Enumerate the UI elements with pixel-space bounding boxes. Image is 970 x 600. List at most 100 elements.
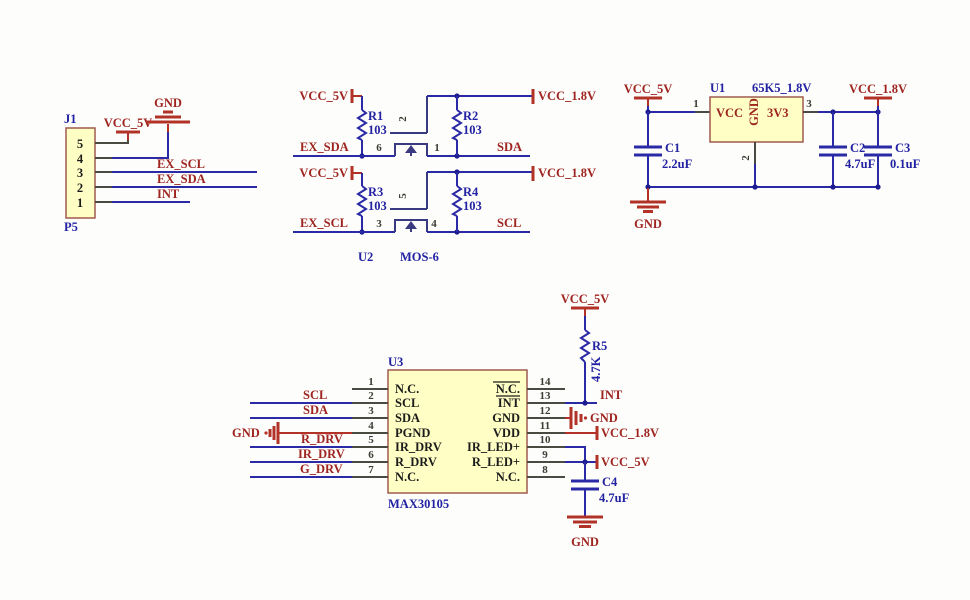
net-label-vcc5v: VCC_5V bbox=[104, 116, 153, 130]
connector-pin4-number: 4 bbox=[77, 152, 84, 166]
regulator-pin-gnd: GND bbox=[747, 98, 761, 126]
pin-name: N.C. bbox=[496, 382, 520, 396]
net-label-vcc18: VCC_1.8V bbox=[538, 166, 596, 180]
junction-dot bbox=[830, 184, 836, 190]
pin-number: 4 bbox=[368, 420, 374, 432]
pin-name: IR_LED+ bbox=[467, 440, 520, 454]
connector-pin1-number: 1 bbox=[77, 196, 83, 210]
wire bbox=[95, 140, 129, 144]
net-label-ex-scl: EX_SCL bbox=[300, 216, 348, 230]
sensor-body bbox=[387, 369, 528, 494]
net-label-int: INT bbox=[157, 187, 180, 201]
net-label-ir-drv: IR_DRV bbox=[298, 447, 345, 461]
pin-number-5: 5 bbox=[397, 193, 409, 199]
resistor-value: 4.7K bbox=[589, 356, 603, 382]
capacitor-value: 4.7uF bbox=[845, 157, 876, 171]
pin-number-3: 3 bbox=[376, 218, 382, 230]
resistor-value: 103 bbox=[463, 123, 482, 137]
net-label-vcc5v: VCC_5V bbox=[299, 166, 348, 180]
connector-footprint-label: P5 bbox=[64, 220, 78, 234]
resistor-value: 103 bbox=[368, 199, 387, 213]
pin-name: N.C. bbox=[395, 470, 419, 484]
shifter-part-name: MOS-6 bbox=[400, 250, 439, 264]
junction-dot bbox=[752, 184, 758, 190]
resistor-value: 103 bbox=[463, 199, 482, 213]
level-shifter-u2: VCC_5V R1 103 EX_SDA 6 2 1 SDA R2 103 VC… bbox=[293, 89, 596, 264]
pin-name: GND bbox=[492, 411, 520, 425]
mosfet-arrow-icon bbox=[405, 145, 417, 153]
gnd-dot bbox=[264, 431, 268, 435]
regulator-net-name: 65K5_1.8V bbox=[752, 81, 811, 95]
pin-number-2: 2 bbox=[740, 155, 752, 161]
pin-number-1: 1 bbox=[693, 98, 699, 110]
connector-pin2-number: 2 bbox=[77, 181, 83, 195]
pin-number: 9 bbox=[542, 449, 548, 461]
pin-name: VDD bbox=[493, 426, 520, 440]
gnd-earth-icon bbox=[567, 515, 603, 528]
net-label-r-drv: R_DRV bbox=[301, 432, 343, 446]
mosfet-body-icon bbox=[394, 143, 428, 156]
pin-name: SDA bbox=[395, 411, 420, 425]
resistor-refdes: R3 bbox=[368, 185, 383, 199]
net-label-gnd: GND bbox=[232, 426, 260, 440]
resistor-r2 bbox=[450, 109, 463, 141]
connector-pin3-number: 3 bbox=[77, 166, 83, 180]
pin-number: 1 bbox=[368, 376, 374, 388]
pin-number: 12 bbox=[540, 405, 552, 417]
net-label-sda: SDA bbox=[497, 140, 522, 154]
pin-number: 5 bbox=[368, 434, 374, 446]
regulator-pin-vcc: VCC bbox=[716, 106, 743, 120]
connector-body bbox=[65, 127, 96, 219]
pin-number: 11 bbox=[540, 420, 550, 432]
pin-name: N.C. bbox=[496, 470, 520, 484]
resistor-value: 103 bbox=[368, 123, 387, 137]
pin-number-3: 3 bbox=[806, 98, 812, 110]
pin-number-1: 1 bbox=[434, 142, 440, 154]
net-label-vcc18: VCC_1.8V bbox=[601, 426, 659, 440]
pin-number-6: 6 bbox=[376, 142, 382, 154]
pin-number: 10 bbox=[540, 434, 552, 446]
pin-name: PGND bbox=[395, 426, 430, 440]
capacitor-refdes: C1 bbox=[665, 141, 680, 155]
connector-pin5-number: 5 bbox=[77, 137, 83, 151]
resistor-r1 bbox=[355, 109, 368, 141]
net-label-ex-sda: EX_SDA bbox=[300, 140, 349, 154]
junction-dot bbox=[645, 184, 651, 190]
pin-number: 3 bbox=[368, 405, 374, 417]
pin-number-4: 4 bbox=[431, 218, 437, 230]
net-label-vcc5v: VCC_5V bbox=[561, 292, 610, 306]
capacitor-value: 4.7uF bbox=[599, 491, 630, 505]
wire bbox=[112, 132, 169, 159]
pin-name: IR_DRV bbox=[395, 440, 442, 454]
regulator-u1: VCC_5V 1 U1 65K5_1.8V VCC GND 3V3 C1 2.2… bbox=[624, 81, 921, 231]
net-label-vcc5v: VCC_5V bbox=[299, 89, 348, 103]
net-label-vcc18: VCC_1.8V bbox=[538, 89, 596, 103]
resistor-r4 bbox=[450, 185, 463, 217]
net-label-vcc5v: VCC_5V bbox=[601, 455, 650, 469]
resistor-refdes: R1 bbox=[368, 109, 383, 123]
junction-dot bbox=[582, 400, 588, 406]
gnd-earth-rotated-icon bbox=[268, 422, 280, 444]
pin-number: 2 bbox=[368, 390, 374, 402]
sensor-u3: U3 MAX30105 1 2 3 4 5 6 7 N.C. SCL SDA P… bbox=[232, 292, 659, 549]
pin-name: R_DRV bbox=[395, 455, 437, 469]
resistor-r5 bbox=[579, 329, 591, 363]
pin-number: 14 bbox=[540, 376, 552, 388]
gnd-dot bbox=[583, 416, 588, 420]
regulator-pin-3v3: 3V3 bbox=[767, 106, 789, 120]
net-label-gnd: GND bbox=[634, 217, 662, 231]
regulator-refdes: U1 bbox=[710, 81, 725, 95]
sensor-part-name: MAX30105 bbox=[388, 497, 449, 511]
net-label-g-drv: G_DRV bbox=[300, 462, 343, 476]
connector-j1: J1 5 4 3 2 1 P5 VCC_5V GND EX_SCL EX_SDA bbox=[64, 96, 257, 234]
gnd-earth-icon bbox=[630, 200, 666, 213]
mosfet-body-icon bbox=[394, 219, 428, 232]
capacitor-value: 2.2uF bbox=[662, 157, 693, 171]
capacitor-value: 0.1uF bbox=[890, 157, 921, 171]
resistor-r3 bbox=[355, 185, 368, 217]
net-label-scl: SCL bbox=[497, 216, 521, 230]
pin-name: SCL bbox=[395, 396, 419, 410]
pin-number: 7 bbox=[368, 464, 374, 476]
net-label-sda: SDA bbox=[303, 403, 328, 417]
